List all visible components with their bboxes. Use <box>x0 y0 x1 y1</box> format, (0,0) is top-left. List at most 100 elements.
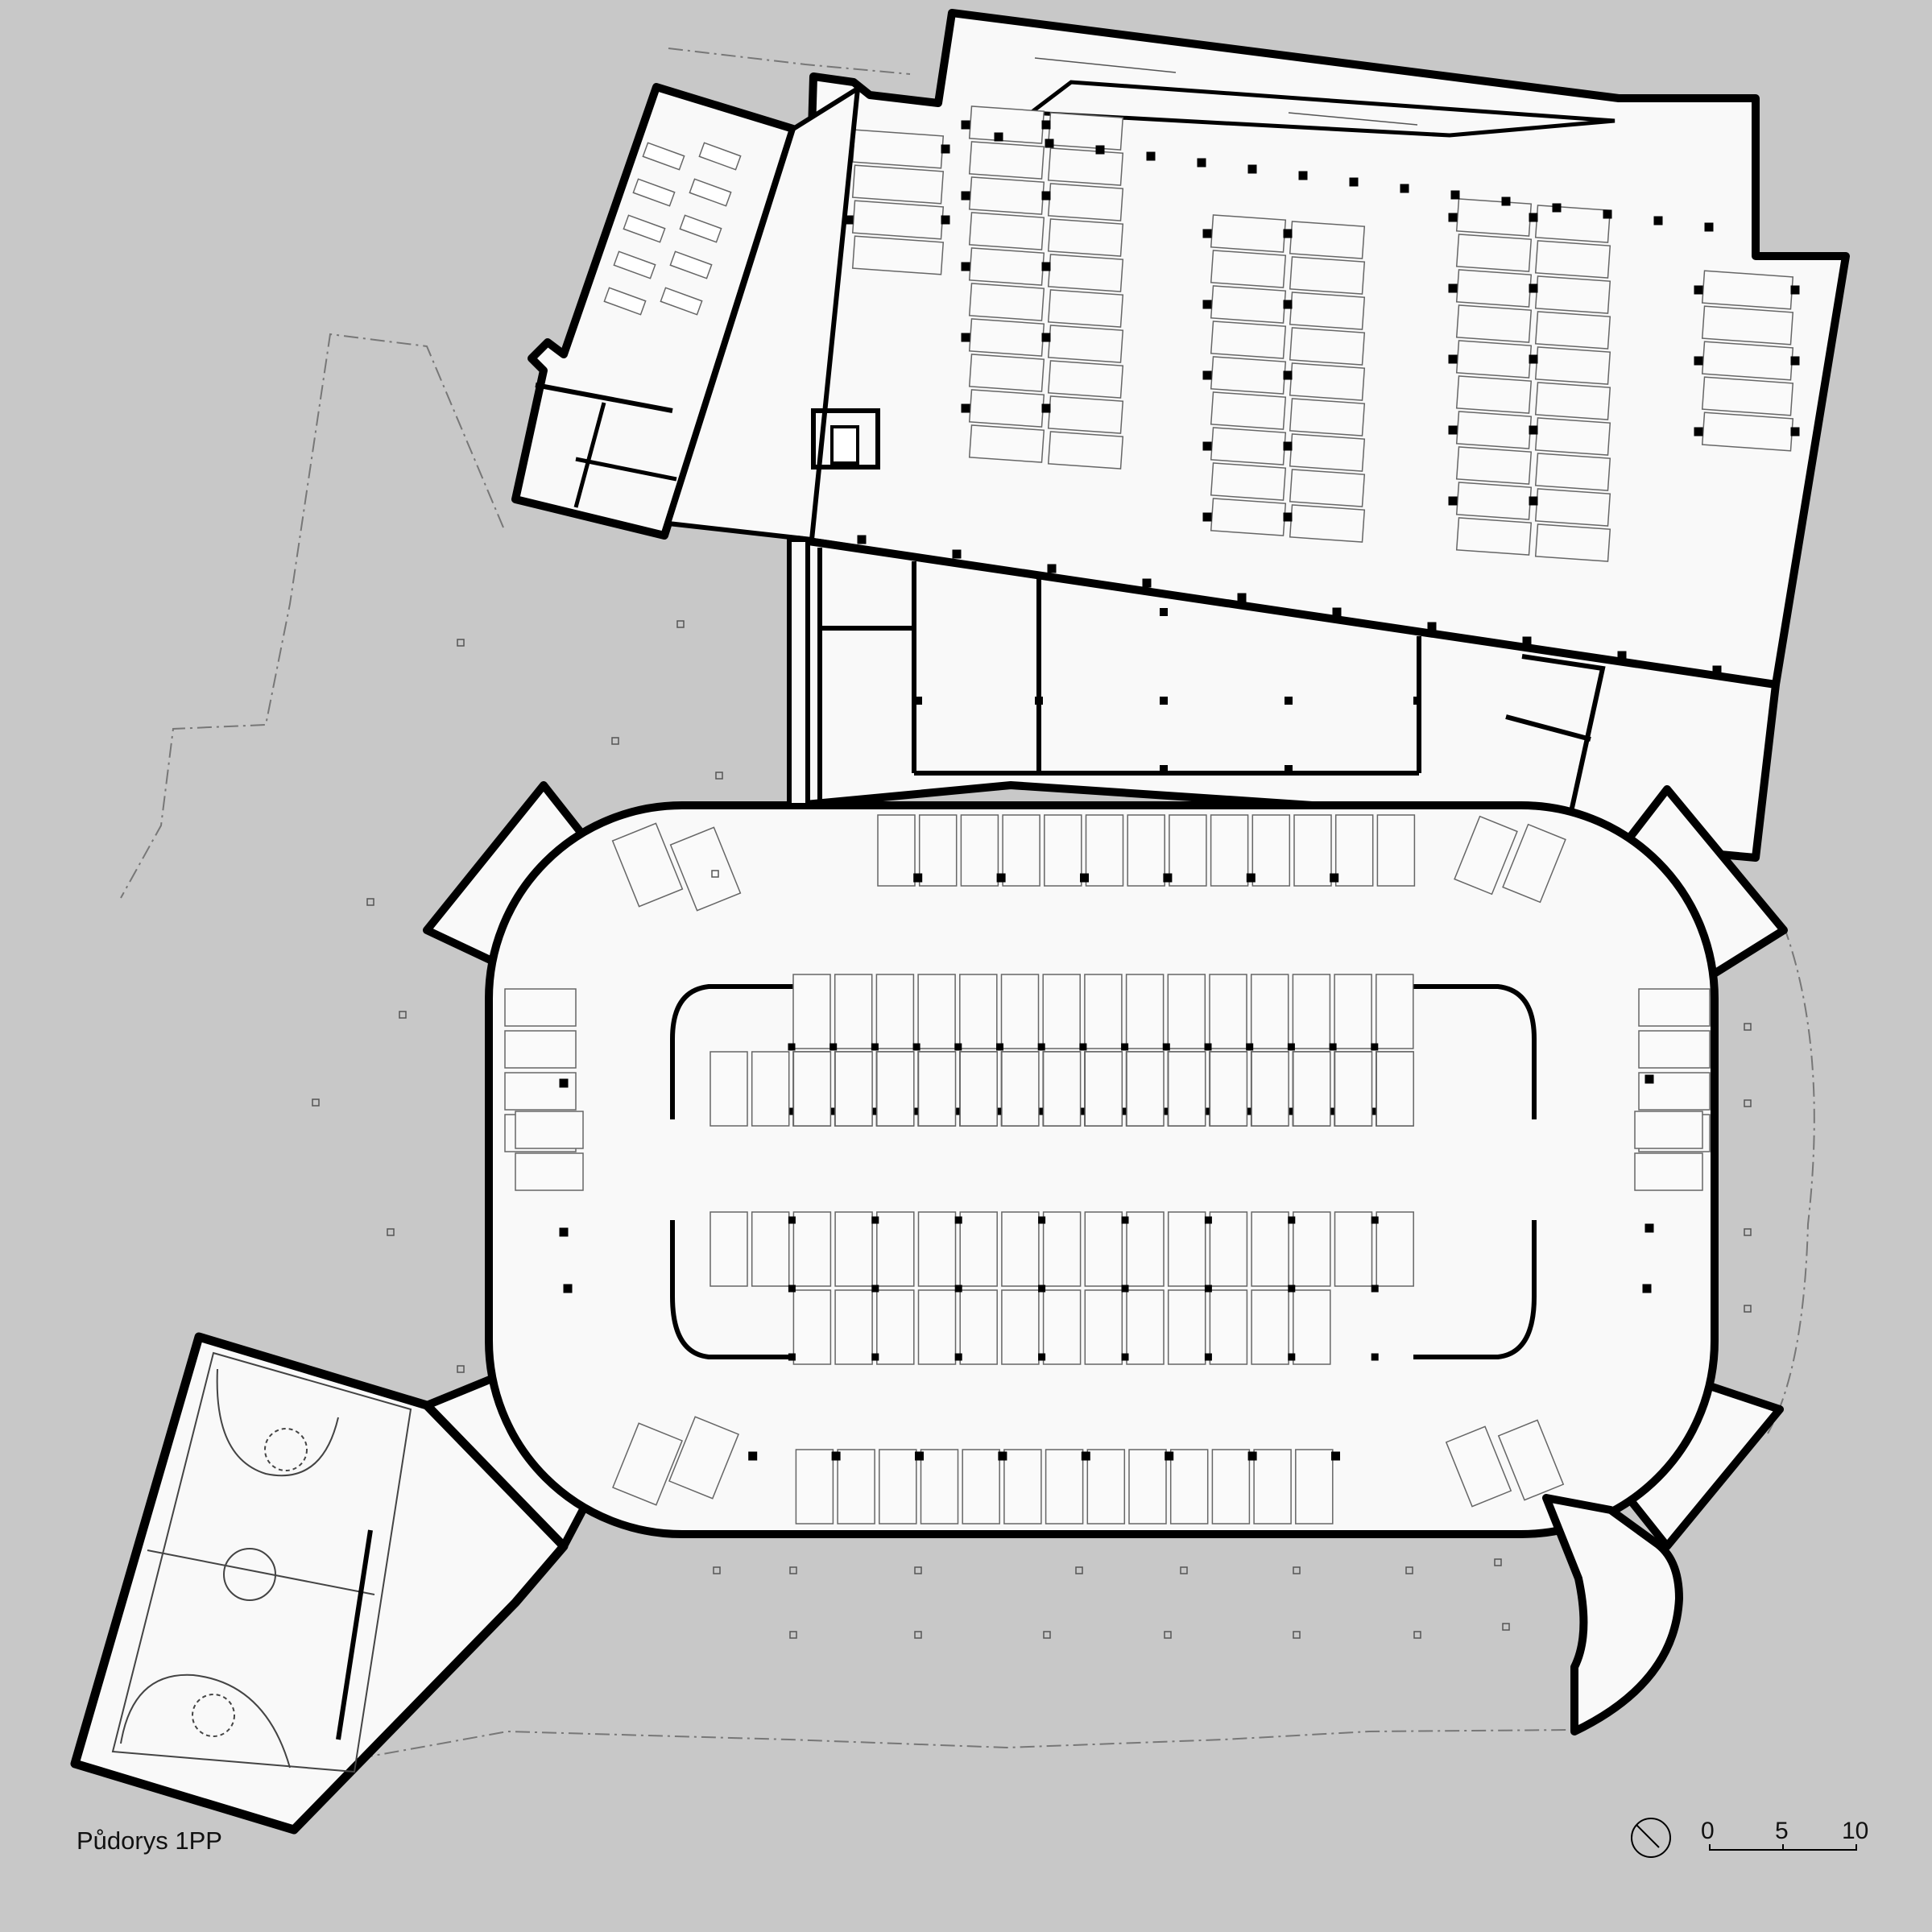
parking-stall <box>959 1289 998 1365</box>
scale-tick-label: 0 <box>1701 1818 1715 1844</box>
parking-stall <box>1534 346 1611 385</box>
structural-column <box>1246 873 1256 883</box>
parking-stall <box>875 974 915 1049</box>
parking-stall <box>1638 1072 1711 1111</box>
parking-stall <box>1085 814 1124 887</box>
site-marker <box>1744 1228 1752 1236</box>
scale-bar <box>1709 1844 1857 1851</box>
parking-stall <box>1251 1289 1289 1365</box>
parking-stall <box>1293 814 1332 887</box>
parking-stall <box>1634 1111 1703 1149</box>
parking-stall <box>1289 327 1366 366</box>
structural-column <box>996 1043 1003 1051</box>
structural-column <box>788 1216 796 1224</box>
parking-stall <box>1701 305 1794 345</box>
parking-stall <box>1289 256 1366 295</box>
parking-stall <box>1047 395 1124 434</box>
parking-stall <box>1534 488 1611 527</box>
parking-stall <box>1638 988 1711 1027</box>
structural-column <box>829 1043 838 1051</box>
parking-stall <box>1376 1211 1414 1287</box>
structural-column <box>1330 873 1339 883</box>
site-boundary-line-east <box>1767 925 1815 1434</box>
structural-column <box>1202 370 1212 380</box>
north-arrow-icon <box>1631 1818 1671 1858</box>
structural-column <box>1712 665 1722 675</box>
parking-stall <box>1445 1425 1512 1508</box>
parking-stall <box>879 1449 917 1525</box>
parking-stall <box>1534 453 1611 491</box>
parking-stall <box>795 1449 834 1525</box>
structural-column <box>1704 222 1714 232</box>
structural-column <box>961 333 970 342</box>
structural-column <box>1790 356 1800 366</box>
parking-stall <box>1534 205 1611 243</box>
parking-stall <box>876 1289 915 1365</box>
site-marker <box>914 1566 922 1574</box>
parking-stall <box>1126 1211 1165 1287</box>
structural-column <box>1121 1043 1129 1051</box>
parking-stall <box>1293 1211 1331 1287</box>
parking-stall <box>1289 398 1366 436</box>
parking-stall <box>851 235 945 275</box>
table <box>660 287 703 316</box>
site-marker <box>1293 1631 1301 1639</box>
plan-title: Půdorys 1PP <box>77 1827 222 1855</box>
structural-column <box>1617 651 1627 660</box>
north-hall-ramp <box>1025 80 1616 138</box>
structural-column <box>1400 184 1409 193</box>
parking-stall <box>1534 275 1611 314</box>
structural-column <box>1080 873 1089 883</box>
structural-column <box>1694 285 1703 295</box>
site-marker <box>366 898 374 906</box>
structural-column <box>1038 1353 1046 1361</box>
parking-stall <box>851 164 945 205</box>
parking-stall <box>1289 292 1366 330</box>
structural-column <box>563 1284 573 1293</box>
structural-column <box>1035 697 1043 705</box>
oval-parking-stalls <box>504 814 1711 1525</box>
structural-column <box>1427 622 1437 631</box>
training-room-tables <box>603 142 742 316</box>
parking-stall <box>792 1289 832 1365</box>
parking-stall <box>669 826 742 912</box>
ramp-arrow-line <box>1288 112 1418 126</box>
parking-stall <box>1455 304 1533 343</box>
structural-column <box>1081 1451 1090 1461</box>
structural-column <box>994 132 1003 142</box>
parking-stall <box>960 814 999 887</box>
north-parking-stalls <box>844 105 1800 675</box>
structural-column <box>1694 427 1703 436</box>
parking-stall <box>1534 523 1611 562</box>
structural-column <box>1038 1216 1046 1224</box>
structural-column <box>1288 1285 1296 1293</box>
site-marker <box>1502 1623 1510 1631</box>
parking-stall <box>792 974 831 1049</box>
stair-core <box>811 408 880 470</box>
parking-stall <box>1455 340 1533 379</box>
parking-stall <box>504 988 577 1027</box>
parking-stall <box>1295 1449 1334 1525</box>
parking-stall <box>851 129 945 169</box>
structural-column <box>1283 512 1293 522</box>
basketball-court-icon <box>111 1351 412 1773</box>
parking-stall <box>876 1211 915 1287</box>
wing-partition <box>575 457 677 482</box>
parking-stall <box>959 1211 998 1287</box>
parking-stall <box>611 822 684 908</box>
parking-stall <box>1292 974 1331 1049</box>
parking-stall <box>851 200 945 240</box>
structural-column <box>912 1043 920 1051</box>
parking-stall <box>876 1051 915 1127</box>
structural-column <box>914 697 922 705</box>
parking-stall <box>751 1051 790 1127</box>
parking-stall <box>1455 375 1533 414</box>
parking-stall <box>1045 1449 1084 1525</box>
structural-column <box>1041 403 1051 413</box>
sports-hall-partition <box>336 1529 373 1740</box>
structural-column <box>1079 1043 1087 1051</box>
parking-stall <box>1376 974 1414 1049</box>
structural-column <box>961 120 970 130</box>
site-marker <box>1494 1558 1502 1566</box>
structural-column <box>831 1451 841 1461</box>
